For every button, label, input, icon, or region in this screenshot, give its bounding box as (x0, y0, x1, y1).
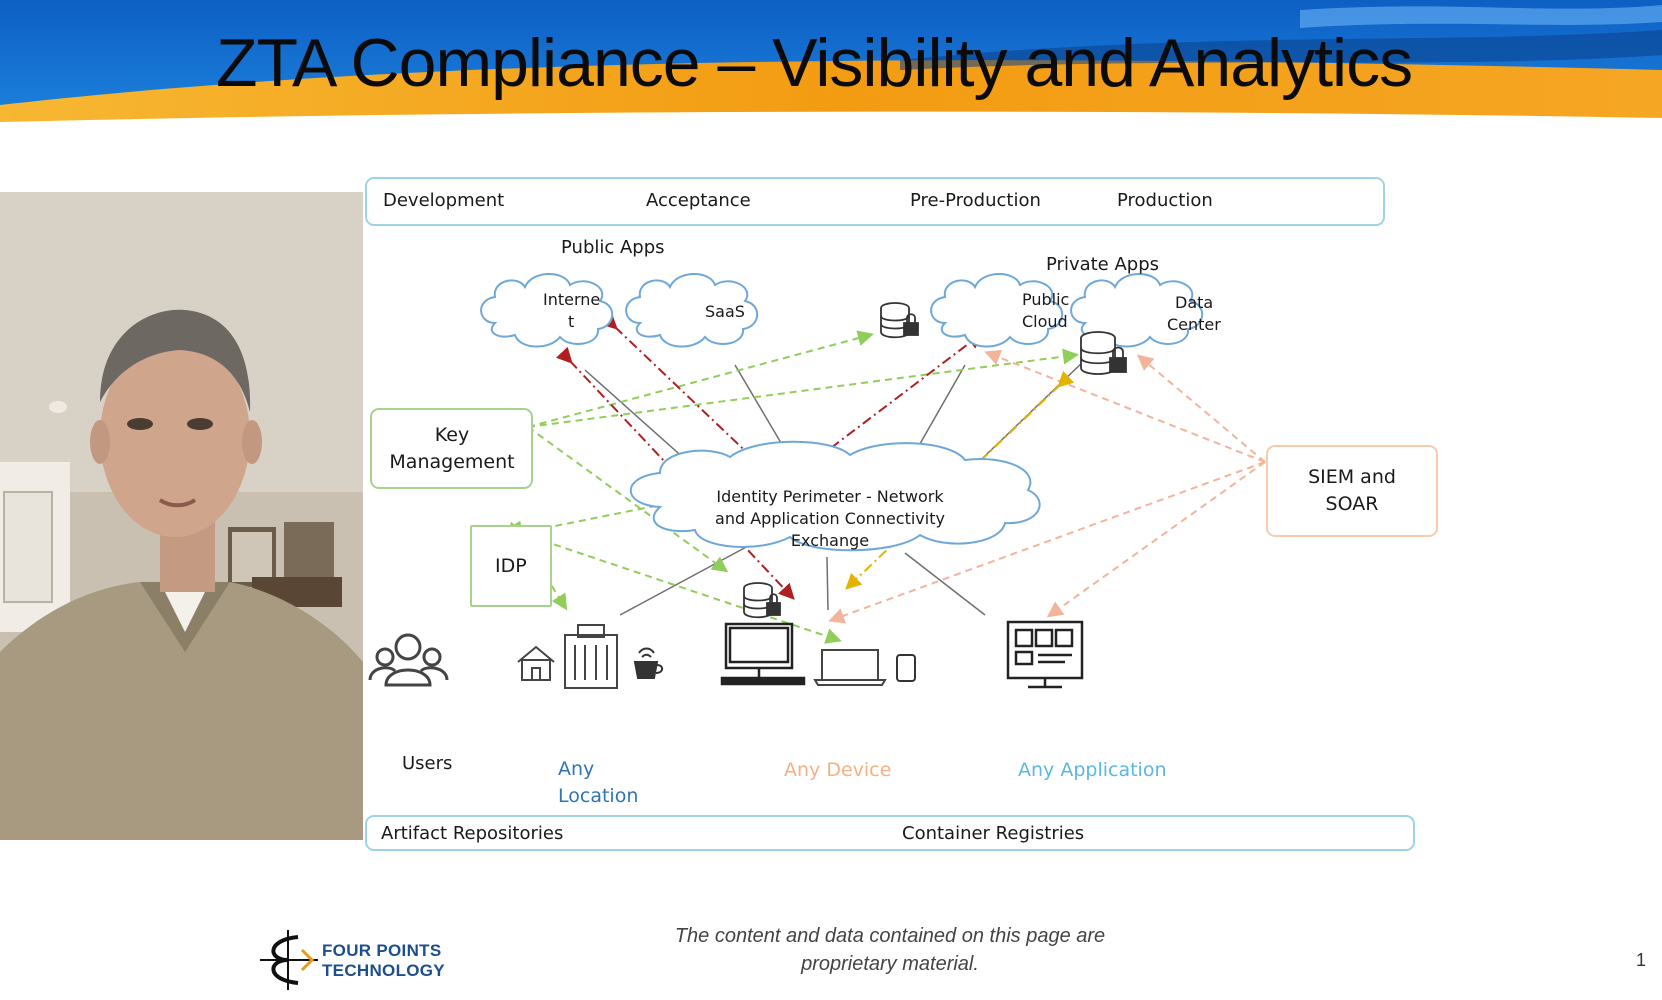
exchange-cloud-shape (629, 440, 1041, 552)
stages-box (365, 177, 1385, 226)
database-lock-icon-2 (1080, 331, 1127, 375)
users-icon (368, 633, 449, 687)
stage-pre-production: Pre-Production (910, 190, 1041, 211)
logo-text-line2: TECHNOLOGY (322, 961, 445, 980)
any-application-label: Any Application (1018, 759, 1167, 781)
presenter-video (0, 192, 363, 840)
internet-cloud-shape (480, 273, 614, 348)
internet-label-line2: t (568, 312, 575, 331)
house-icon (517, 645, 555, 681)
cloud-shapes (480, 273, 1204, 552)
any-location-label-line2: Location (558, 785, 639, 807)
page-number: 1 (1636, 950, 1647, 970)
users-label: Users (402, 753, 453, 774)
coffee-wifi-icon (633, 647, 664, 679)
exchange-label-line3: Exchange (790, 531, 870, 550)
logo-text-line1: FOUR POINTS (322, 941, 442, 960)
saas-label: SaaS (705, 302, 745, 321)
stage-production: Production (1117, 190, 1213, 211)
database-lock-icon-3 (743, 582, 781, 619)
internet-label-line1: Interne (543, 290, 601, 309)
presenter-image (0, 192, 363, 840)
proprietary-notice: The content and data contained on this p… (620, 922, 1160, 978)
phone-icon (896, 654, 916, 682)
data-center-label-line1: Data (1175, 293, 1214, 312)
siem-label-line1: SIEM and (1308, 466, 1396, 488)
exchange-label-line2: and Application Connectivity (715, 509, 945, 528)
laptop-icon (813, 649, 887, 686)
desktop-computer-icon (720, 622, 806, 686)
idp-label: IDP (495, 555, 527, 577)
private-apps-title: Private Apps (1046, 254, 1160, 275)
database-lock-icon-1 (880, 302, 919, 339)
stage-development: Development (383, 190, 505, 211)
siem-soar-box (1266, 445, 1438, 537)
office-building-icon (564, 624, 618, 689)
any-location-label-line1: Any (558, 758, 595, 780)
saas-cloud-shape (625, 273, 759, 348)
key-management-label-line1: Key (434, 424, 470, 446)
public-apps-title: Public Apps (561, 237, 665, 258)
stage-acceptance: Acceptance (646, 190, 751, 211)
public-cloud-label-line1: Public (1022, 290, 1070, 309)
zta-diagram: Development Acceptance Pre-Production Pr… (360, 175, 1450, 855)
logo-mark (260, 930, 318, 990)
proprietary-notice-line1: The content and data contained on this p… (674, 925, 1106, 947)
key-management-label-line2: Management (389, 451, 515, 473)
slide-title: ZTA Compliance – Visibility and Analytic… (216, 25, 1413, 101)
banner-background (0, 0, 1662, 135)
application-monitor-icon (1006, 620, 1084, 689)
siem-label-line2: SOAR (1325, 493, 1379, 515)
proprietary-notice-line2: proprietary material. (801, 953, 979, 975)
container-registries-label: Container Registries (902, 823, 1085, 844)
any-device-label: Any Device (784, 759, 892, 781)
idp-box (470, 525, 552, 607)
title-banner: ZTA Compliance – Visibility and Analytic… (0, 0, 1662, 135)
public-cloud-shape (930, 273, 1064, 348)
diagram-canvas (368, 273, 1266, 689)
artifact-repositories-label: Artifact Repositories (381, 823, 564, 844)
four-points-logo: FOUR POINTS TECHNOLOGY (258, 925, 458, 995)
data-center-label-line2: Center (1167, 315, 1221, 334)
public-cloud-label-line2: Cloud (1022, 312, 1068, 331)
repositories-box (365, 815, 1415, 851)
key-management-box (370, 408, 533, 489)
exchange-label-line1: Identity Perimeter - Network (716, 487, 944, 506)
